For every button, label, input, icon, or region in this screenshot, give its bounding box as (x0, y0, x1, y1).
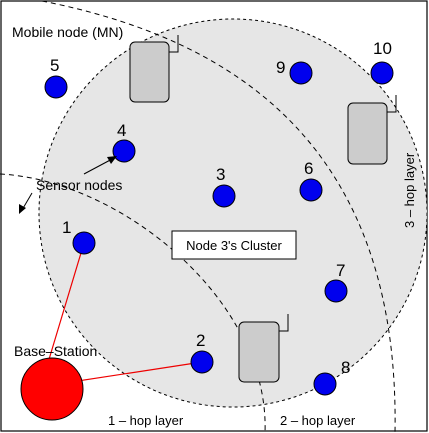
sensor-node-3 (212, 184, 236, 208)
node-number-4: 4 (117, 121, 126, 140)
node-number-8: 8 (341, 358, 350, 377)
node-numbers: 1 2 3 4 5 6 7 8 9 10 (50, 39, 392, 377)
sensor-node-7 (324, 279, 348, 303)
sensor-arrow-up (83, 157, 115, 175)
hop-boundary-2 (41, 0, 396, 433)
hop3-label: 3 – hop layer (402, 152, 417, 228)
link-base-node1 (43, 242, 85, 377)
node-number-5: 5 (50, 56, 59, 75)
hop1-label: 1 – hop layer (108, 413, 184, 428)
sensor-arrowhead-down (19, 204, 26, 214)
sensor-node-10 (370, 61, 394, 85)
mobile-node-2 (347, 95, 397, 165)
cluster-label-box (171, 230, 297, 260)
sensor-node-9 (289, 61, 313, 85)
sensor-node-4 (112, 139, 136, 163)
sensor-arrowhead-up (107, 156, 117, 164)
node-number-10: 10 (373, 39, 392, 58)
node-number-3: 3 (216, 165, 225, 184)
node-number-6: 6 (304, 159, 313, 178)
mobile-node-3 (238, 314, 289, 383)
base-station (20, 357, 84, 421)
cluster-region (38, 18, 428, 408)
sensor-nodes (44, 61, 394, 396)
sensor-node-6 (299, 178, 323, 202)
cluster-label: Node 3's Cluster (186, 238, 282, 253)
hop2-label: 2 – hop layer (280, 413, 356, 428)
sensor-nodes-label: Sensor nodes (36, 177, 122, 193)
sensor-node-1 (72, 231, 96, 255)
node-number-2: 2 (196, 331, 205, 350)
sensor-node-2 (190, 350, 214, 374)
sensor-node-5 (44, 75, 68, 99)
mobile-node-1 (129, 35, 179, 103)
base-station-label: Base–Station (14, 343, 97, 359)
sensor-node-8 (313, 372, 337, 396)
node-number-9: 9 (276, 58, 285, 77)
mobile-node-label: Mobile node (MN) (12, 24, 123, 40)
node-number-1: 1 (62, 218, 71, 237)
node-number-7: 7 (336, 261, 345, 280)
